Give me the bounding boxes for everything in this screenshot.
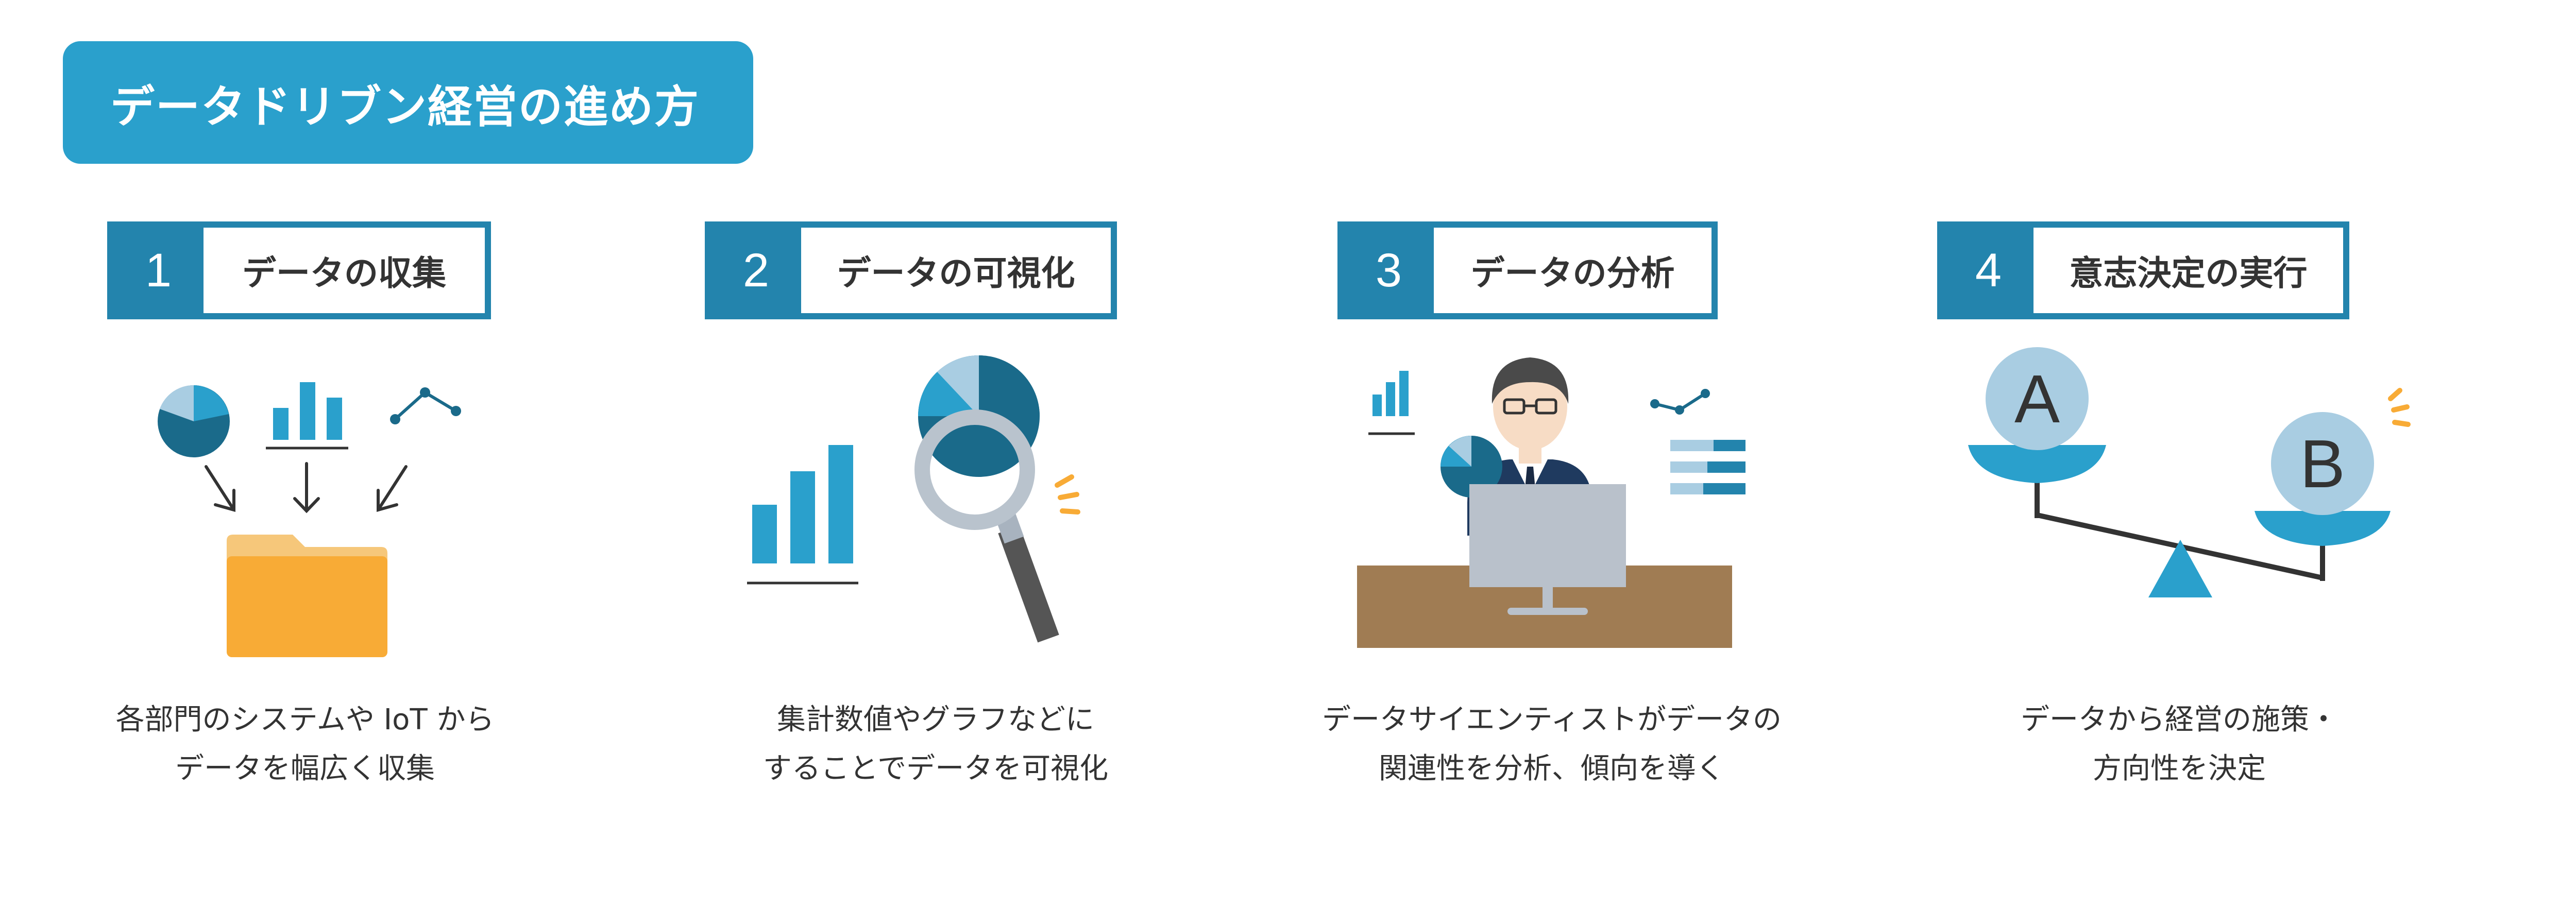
pie-chart-icon bbox=[158, 385, 230, 457]
description-line: データから経営の施策・ bbox=[2021, 703, 2338, 736]
step-2-illustration bbox=[747, 355, 1080, 643]
step-description: 各部門のシステムや IoT から データを幅広く収集 bbox=[22, 695, 588, 793]
description-line: データサイエンティストがデータの bbox=[1321, 703, 1782, 736]
folder-icon bbox=[227, 535, 387, 657]
step-header: 2 データの可視化 bbox=[705, 221, 1117, 319]
sparkle-icon bbox=[2388, 388, 2411, 427]
bar-chart-icon bbox=[266, 382, 348, 450]
step-label: 意志決定の実行 bbox=[2069, 253, 2308, 293]
step-1-illustration bbox=[158, 382, 461, 657]
option-b-ball bbox=[2271, 412, 2374, 515]
description-line: することでデータを可視化 bbox=[762, 752, 1109, 785]
step-number: 1 bbox=[113, 228, 204, 313]
description-line: 方向性を決定 bbox=[2093, 752, 2266, 785]
arrow-down-icon bbox=[205, 462, 408, 513]
title-banner: データドリブン経営の進め方 bbox=[63, 41, 753, 164]
step-label: データの収集 bbox=[242, 253, 446, 293]
option-a-ball bbox=[1986, 347, 2089, 450]
page-title: データドリブン経営の進め方 bbox=[110, 81, 700, 133]
step-header: 4 意志決定の実行 bbox=[1937, 221, 2349, 319]
horizontal-bar-icon bbox=[1670, 440, 1745, 494]
step-description: データサイエンティストがデータの 関連性を分析、傾向を導く bbox=[1268, 695, 1835, 793]
balance-scale-icon bbox=[1968, 347, 2391, 597]
description-line: 関連性を分析、傾向を導く bbox=[1379, 752, 1725, 785]
description-line: データを幅広く収集 bbox=[175, 752, 435, 785]
step-number: 2 bbox=[711, 228, 801, 313]
step-label: データの分析 bbox=[1470, 253, 1675, 293]
step-number: 4 bbox=[1943, 228, 2033, 313]
pie-chart-icon bbox=[1440, 436, 1502, 498]
step-label: データの可視化 bbox=[837, 253, 1075, 293]
sparkle-icon bbox=[1055, 474, 1080, 515]
option-b-label: B bbox=[2300, 426, 2345, 502]
step-3-illustration bbox=[1357, 357, 1745, 648]
step-description: 集計数値やグラフなどに することでデータを可視化 bbox=[652, 695, 1219, 793]
description-line: 集計数値やグラフなどに bbox=[777, 703, 1094, 736]
step-header: 1 データの収集 bbox=[107, 221, 491, 319]
step-4-illustration: A B bbox=[1968, 347, 2411, 597]
magnifier-icon bbox=[914, 409, 1059, 643]
monitor-icon bbox=[1469, 484, 1626, 615]
description-line: 各部門のシステムや IoT から bbox=[115, 703, 495, 736]
line-chart-icon bbox=[1650, 389, 1710, 415]
step-number: 3 bbox=[1344, 228, 1434, 313]
line-chart-icon bbox=[390, 387, 461, 424]
option-a-label: A bbox=[2014, 361, 2060, 437]
bar-chart-icon bbox=[747, 445, 858, 585]
step-header: 3 データの分析 bbox=[1337, 221, 1718, 319]
bar-chart-icon bbox=[1368, 371, 1415, 435]
step-description: データから経営の施策・ 方向性を決定 bbox=[1896, 695, 2463, 793]
